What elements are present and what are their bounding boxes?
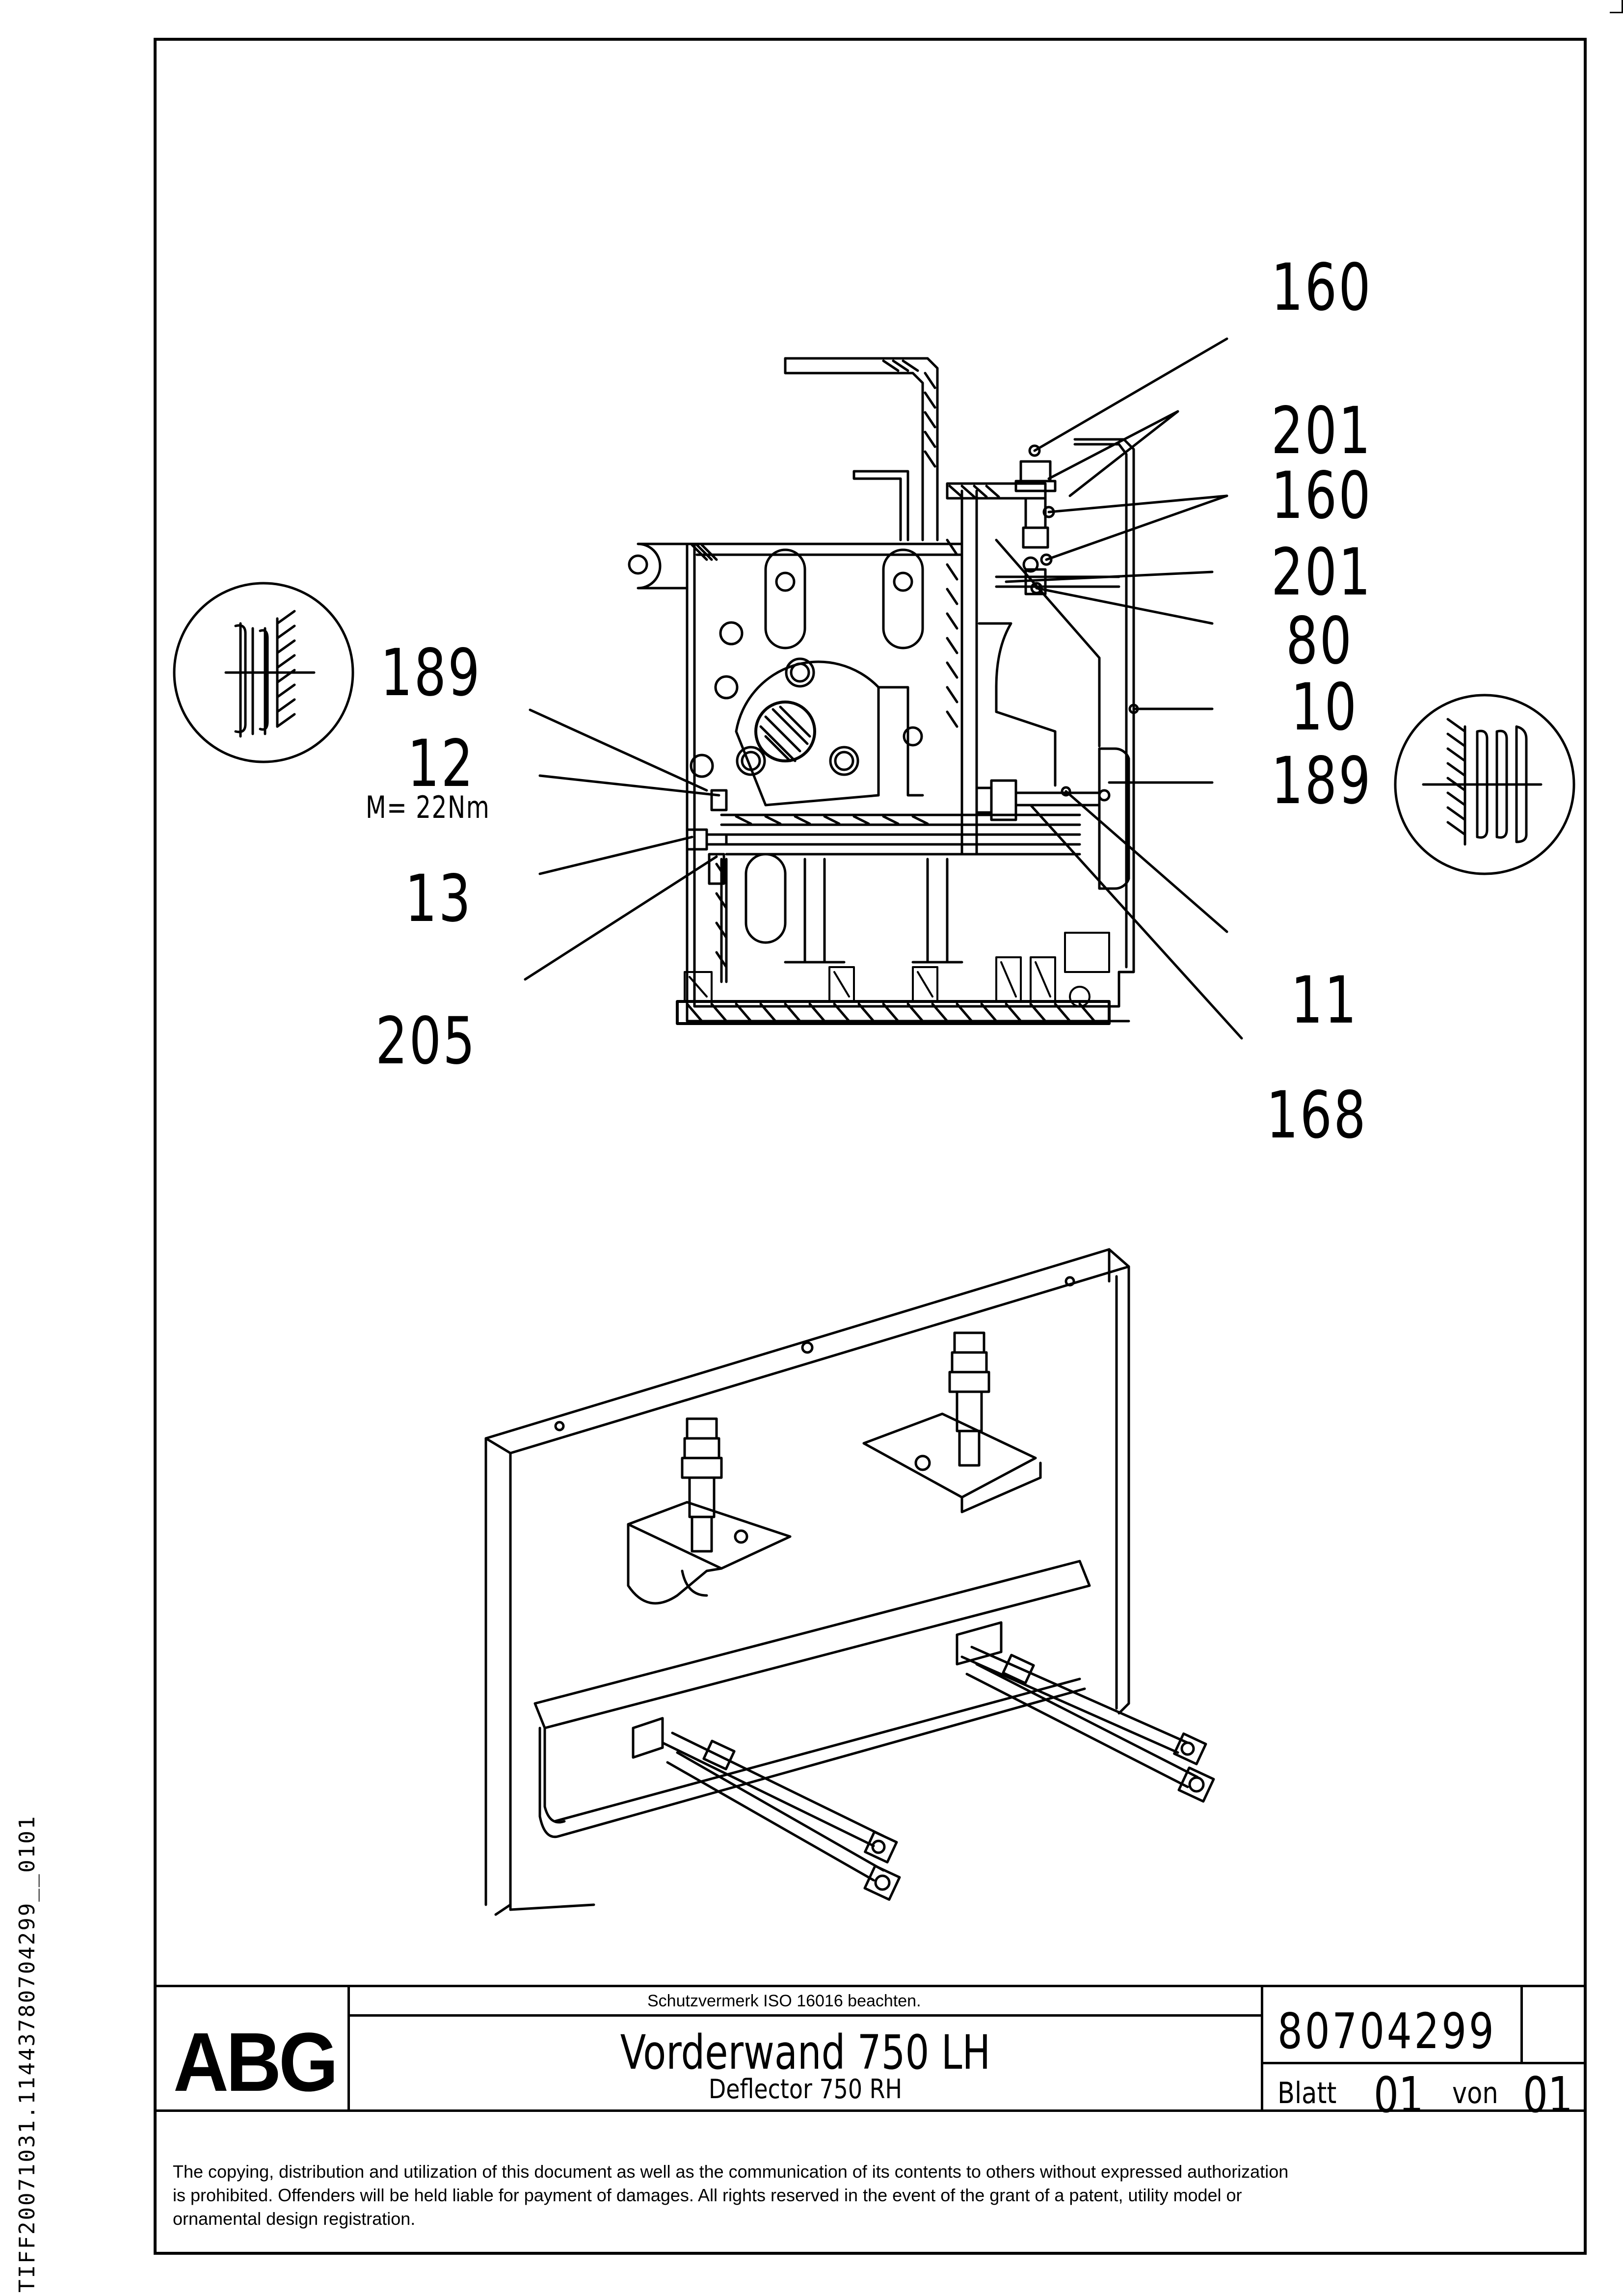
callout-189-right: 189 [1271,743,1372,819]
sheet-cell [1261,2062,1587,2112]
callout-168: 168 [1266,1078,1367,1153]
callout-10: 10 [1291,670,1358,745]
detail-circle-right [1394,694,1575,875]
callout-189-left: 189 [380,635,481,711]
section-view [524,337,1243,1040]
of-label: von [1452,2076,1498,2110]
callout-201-top: 201 [1271,393,1372,469]
callout-205: 205 [375,1003,477,1079]
drawing-frame [154,38,1587,2255]
callout-160-top: 160 [1271,250,1372,325]
copyright-line-2: is prohibited. Offenders will be held li… [173,2185,1242,2205]
protection-note: Schutzvermerk ISO 16016 beachten. [647,1992,921,2010]
isometric-view [484,1248,1215,1916]
callout-13: 13 [405,861,473,937]
title-block: ABG Schutzvermerk ISO 16016 beachten. Vo… [154,1985,1587,2124]
drawing-subtitle: Deflector 750 RH [708,2074,903,2105]
callout-80: 80 [1286,603,1354,679]
callout-160-second: 160 [1271,458,1372,534]
corner-trim-mark [1610,0,1623,13]
drawing-title: Vorderwand 750 LH [620,2025,991,2080]
torque-spec: M= 22Nm [366,789,490,825]
callout-201-second: 201 [1271,535,1372,610]
copyright-notice: The copying, distribution and utilizatio… [173,2160,1547,2231]
copyright-line-3: ornamental design registration. [173,2209,416,2229]
callout-11: 11 [1291,963,1358,1038]
title-block-divider [154,2109,1587,2112]
sheet-number: 01 [1374,2066,1424,2124]
detail-circle-left [173,582,354,763]
callout-12: 12 [407,726,475,802]
copyright-line-1: The copying, distribution and utilizatio… [173,2161,1289,2182]
revision-cell [1520,1985,1587,2064]
abg-logo: ABG [173,2016,339,2109]
sheet-label: Blatt [1277,2076,1337,2110]
drawing-number: 80704299 [1277,2002,1496,2060]
sheet-total: 01 [1523,2066,1573,2124]
